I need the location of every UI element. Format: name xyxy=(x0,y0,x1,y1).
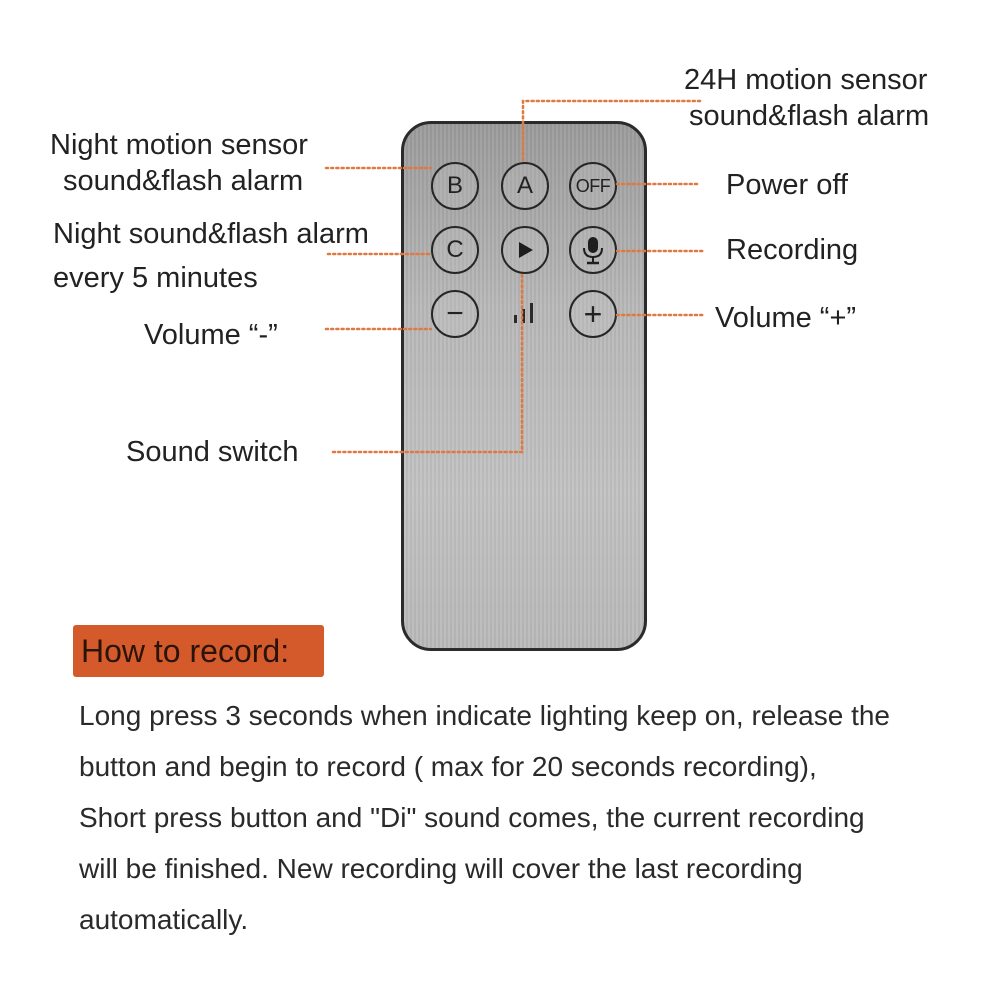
label-volume-plus: Volume “+” xyxy=(715,302,857,334)
volume-bars-icon xyxy=(514,303,533,323)
instruction-line: will be finished. New recording will cov… xyxy=(79,853,803,884)
instruction-line: Long press 3 seconds when indicate light… xyxy=(79,700,890,731)
button-b[interactable]: B xyxy=(431,162,479,210)
label-power-off: Power off xyxy=(726,169,848,201)
label-night-motion-sensor: Night motion sensor sound&flash alarm xyxy=(50,129,308,197)
label-recording: Recording xyxy=(726,234,859,266)
microphone-icon xyxy=(583,237,603,265)
button-a[interactable]: A xyxy=(501,162,549,210)
label-24h-motion-sensor: 24H motion sensor sound&flash alarm xyxy=(684,64,930,132)
button-volume-plus[interactable]: + xyxy=(569,290,617,338)
instruction-line: Short press button and "Di" sound comes,… xyxy=(79,802,865,833)
play-icon xyxy=(519,242,533,258)
instruction-line: automatically. xyxy=(79,904,249,935)
label-sound-switch: Sound switch xyxy=(126,436,299,468)
how-to-record-heading: How to record: xyxy=(73,625,324,677)
button-off[interactable]: OFF xyxy=(569,162,617,210)
instruction-line: button and begin to record ( max for 20 … xyxy=(79,751,817,782)
label-volume-minus: Volume “-” xyxy=(144,319,278,351)
label-night-sound-alarm: Night sound&flash alarm every 5 minutes xyxy=(53,218,369,294)
recording-instructions: Long press 3 seconds when indicate light… xyxy=(79,690,959,945)
button-c[interactable]: C xyxy=(431,226,479,274)
button-volume-minus[interactable]: − xyxy=(431,290,479,338)
button-record[interactable] xyxy=(569,226,617,274)
button-play[interactable] xyxy=(501,226,549,274)
